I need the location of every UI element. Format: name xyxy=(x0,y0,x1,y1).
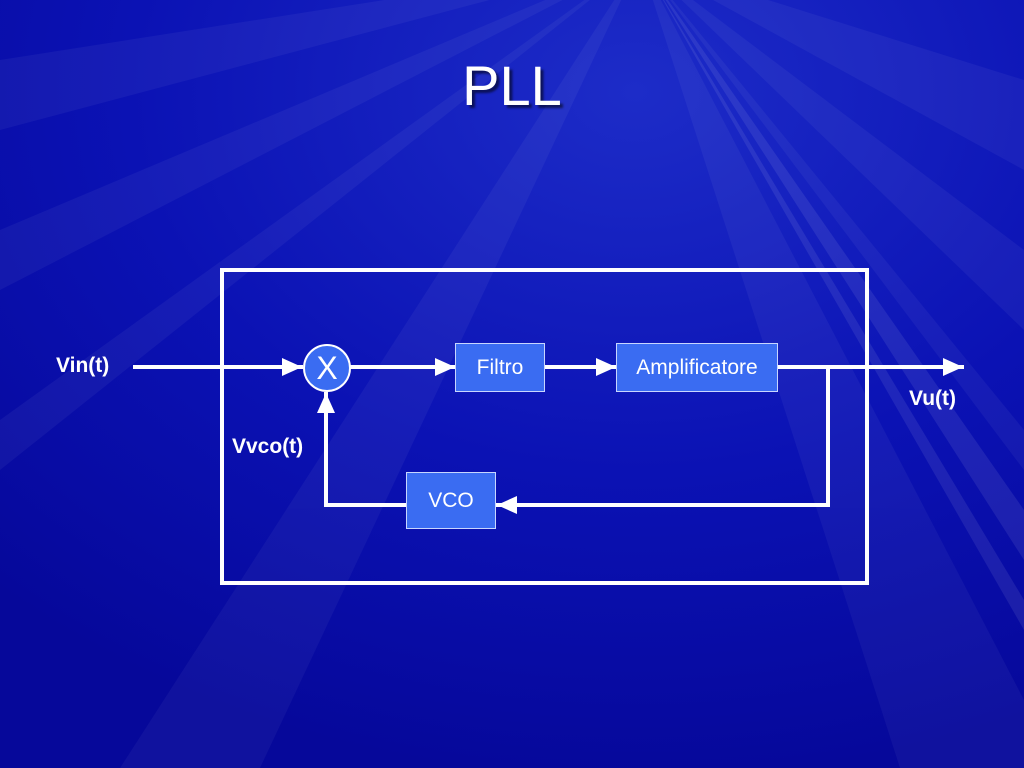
output-signal-label: Vu(t) xyxy=(909,387,957,410)
mixer-node: X xyxy=(303,344,351,392)
vco-block: VCO xyxy=(406,472,496,529)
feedback-wire-to-vco xyxy=(496,367,830,514)
amplifier-block: Amplificatore xyxy=(616,343,778,392)
vco-signal-label: Vvco(t) xyxy=(232,435,304,458)
vco-block-label: VCO xyxy=(428,488,474,512)
filter-block: Filtro xyxy=(455,343,545,392)
multiply-icon: X xyxy=(316,349,338,386)
slide-title: PLL xyxy=(462,54,562,117)
amplifier-block-label: Amplificatore xyxy=(636,355,758,379)
filter-block-label: Filtro xyxy=(476,355,524,379)
input-signal-label: Vin(t) xyxy=(56,354,110,377)
pll-enclosure xyxy=(220,268,869,585)
vco-to-mixer-wire xyxy=(317,392,408,507)
